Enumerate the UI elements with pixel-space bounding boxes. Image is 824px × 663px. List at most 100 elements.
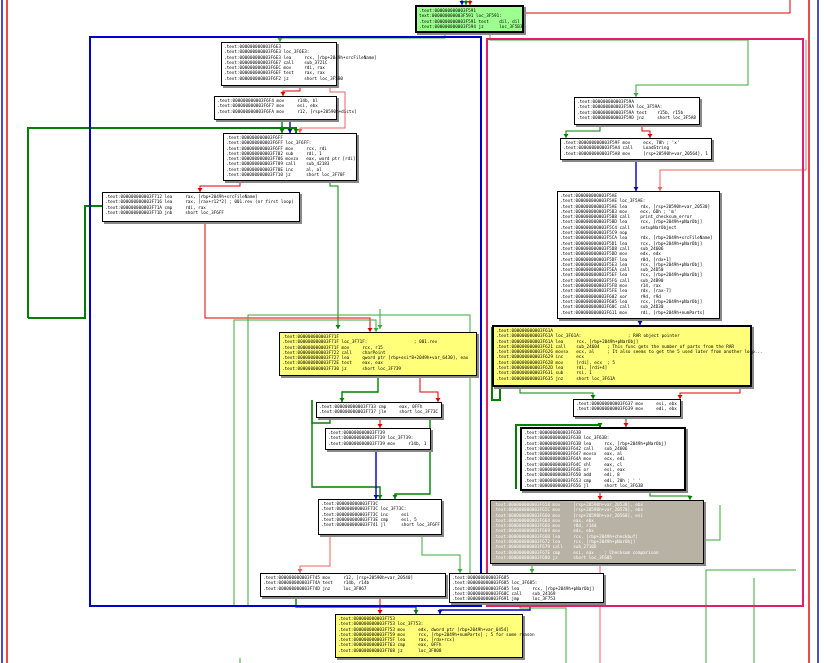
- block-3F739[interactable]: .text:000000000003F739.text:000000000003…: [325, 428, 431, 450]
- edge-arrowhead: [597, 496, 603, 500]
- edge-arrowhead: [459, 1, 465, 5]
- asm-line: .text:000000000003F685: [452, 576, 509, 581]
- asm-line: .text:000000000003F66B lea rcx, [rbp+204…: [493, 534, 638, 540]
- asm-line: .text:000000000003F591 test dil, dil: [419, 19, 520, 25]
- block-3F658[interactable]: .text:000000000003F658 mov [rsp+20590h+v…: [490, 500, 704, 564]
- asm-line: .text:000000000003F5F6 call sub_24B90: [560, 278, 664, 284]
- edge-arrowhead: [637, 321, 643, 325]
- edge-arrowhead: [457, 569, 463, 573]
- asm-line: .text:000000000003F685 lea rcx, [rbp+204…: [452, 586, 595, 592]
- asm-line: .text:000000000003F591: [419, 9, 476, 14]
- block-3F5AE[interactable]: .text:000000000003F5AE .text:000000000003…: [557, 191, 720, 319]
- flow-edge: [704, 505, 721, 541]
- block-3F59A[interactable]: .text:000000000003F59A.text:000000000003…: [574, 97, 700, 125]
- block-3F637[interactable]: .text:000000000003F637 mov esi, ebx.text…: [573, 399, 681, 417]
- asm-line: .text:000000000003F737 jle short loc_3F7…: [319, 410, 438, 416]
- flow-edge: [233, 319, 377, 606]
- asm-line: .text:000000000003F635 jnz short loc_3F6…: [496, 376, 615, 382]
- asm-line: .text:000000000003F5A8 mov [rsp+20590h+v…: [563, 151, 708, 157]
- asm-line: .text:000000000003F67E cmp esi, eax ; Ch…: [493, 550, 659, 556]
- asm-line: .text:000000000003F753 mov edx, dword pt…: [338, 627, 509, 633]
- asm-line: .text:000000000003F716 lea rax, [rax+r12…: [105, 200, 294, 206]
- asm-line: .text:000000000003F709 call sub_42183: [226, 162, 330, 168]
- asm-line: .text:000000000003F642 call sub_24606: [524, 446, 628, 452]
- flow-edge: [311, 400, 331, 424]
- asm-line: .text:000000000003F637 mov esi, ebx: [576, 402, 677, 407]
- asm-line: .text:000000000003F60C call sub_24D30: [560, 305, 664, 311]
- asm-line: .text:000000000003F73E cmp esi, 5: [321, 517, 417, 523]
- flow-edge: [199, 181, 241, 192]
- edge-arrowhead: [297, 569, 303, 573]
- flow-edge: [421, 535, 461, 573]
- asm-line: .text:000000000003F6FF loc_3F6FF:: [226, 141, 312, 147]
- flow-edge: [311, 400, 381, 499]
- block-3F733[interactable]: .text:000000000003F733 cmp eax, 0FFh.tex…: [316, 402, 442, 418]
- edge-arrowhead: [373, 328, 379, 332]
- edge-arrowhead: [590, 395, 596, 399]
- asm-line: .text:000000000003F6F4 mov r14b, bl: [217, 99, 318, 104]
- flow-edge: [419, 376, 439, 402]
- block-3F61A[interactable]: .text:000000000003F61A.text:000000000003…: [492, 325, 762, 387]
- edge-arrowhead: [563, 134, 569, 138]
- asm-line: .text:000000000003F5E3 lea rcx, [rbp+204…: [560, 262, 703, 268]
- block-3F6F4[interactable]: .text:000000000003F6F4 mov r14b, bl.text…: [214, 96, 357, 120]
- asm-line: .text:000000000003F730 jz short loc_3F73…: [282, 366, 401, 372]
- asm-line: .text:000000000003F753 loc_3F753:: [338, 622, 424, 628]
- asm-line: .text:000000000003F5AE: [560, 194, 617, 199]
- edge-arrowhead: [392, 495, 398, 499]
- asm-line: .text:000000000003F65C mov [rsp+20590h+v…: [493, 508, 644, 514]
- asm-line: .text:000000000003F739 mov r14b, 1: [328, 441, 427, 447]
- asm-line: .text:000000000003F74A test r14b, r14b: [263, 581, 370, 587]
- block-3F753[interactable]: .text:000000000003F753.text:000000000003…: [335, 614, 535, 658]
- edge-arrowhead: [197, 188, 203, 192]
- asm-line: .text:000000000003F763 cmp eax, 0FFh: [338, 643, 442, 649]
- asm-line: .text:000000000003F6E3 lea rcx, [rbp+204…: [224, 55, 377, 61]
- flow-edge: [659, 40, 807, 191]
- flow-edge: [299, 535, 331, 573]
- asm-line: .text:000000000003F64E or esi, eax: [524, 468, 625, 474]
- asm-line: .text:000000000003F5C9 nop: [560, 231, 628, 237]
- edge-arrowhead: [297, 129, 303, 133]
- block-3F73C[interactable]: .text:000000000003F73C .text:000000000003…: [318, 499, 442, 535]
- block-3F59F[interactable]: .text:000000000003F59F mov ecx, 78h ; 'x…: [560, 138, 712, 160]
- asm-line: .text:000000000003F647 movsx eax, al: [524, 452, 623, 458]
- block-3F71F[interactable]: .text:000000000003F71F .text:000000000003…: [279, 332, 477, 376]
- asm-line: .text:000000000003F73C: [321, 502, 378, 507]
- asm-line: .text:000000000003F5DD mov edx, edx: [560, 252, 661, 258]
- block-3F745[interactable]: .text:000000000003F745 mov r12, [rsp+205…: [260, 573, 446, 597]
- asm-line: .text:000000000003F710 jz short loc_3F70…: [226, 173, 345, 179]
- asm-line: .text:000000000003F691 jmp loc_3F753: [452, 597, 556, 603]
- edge-arrowhead: [633, 187, 639, 191]
- block-3F685[interactable]: .text:000000000003F685 .text:000000000003…: [449, 573, 604, 603]
- asm-line: .text:000000000003F768 jz loc_3F808: [338, 648, 442, 654]
- asm-line: .text:000000000003F702 sub rdi, 1: [226, 151, 322, 157]
- edge-arrowhead: [287, 129, 293, 133]
- block-3F63B[interactable]: .text:000000000003F63B .text:000000000003…: [520, 427, 686, 491]
- asm-line: .text:000000000003F5CA lea rdx, [rbp+204…: [560, 236, 713, 242]
- asm-line: .text:000000000003F6E3: [224, 45, 281, 50]
- asm-line: .text:000000000003F658 mov [rsp+20590h+v…: [493, 503, 644, 508]
- asm-line: .text:000000000003F594 jz loc_3F5B3: [419, 24, 523, 30]
- asm-line: .text:000000000003F63B lea rcx, [rbp+204…: [524, 441, 667, 447]
- asm-line: .text:000000000003F741 jl short loc_3F6F…: [321, 523, 440, 529]
- flow-edge: [649, 491, 691, 500]
- asm-line: .text:000000000003F660 mov [rsp+20590h+v…: [493, 513, 644, 519]
- asm-line: .text:000000000003F6EF test rax, rax: [224, 71, 325, 77]
- asm-line: .text:000000000003F639 mov edi, ebx: [576, 407, 677, 413]
- flow-edge: [282, 86, 301, 96]
- asm-line: .text:000000000003F679 call sub_2710D: [493, 545, 597, 551]
- asm-line: .text:000000000003F605 lea rcx, [rbp+204…: [560, 299, 703, 305]
- block-3F6FF[interactable]: .text:000000000003F6FF.text:000000000003…: [223, 133, 357, 181]
- asm-line: .text:000000000003F71F: [282, 335, 339, 340]
- asm-line: .text:000000000003F5EA call sub_24D50: [560, 268, 664, 274]
- edge-arrowhead: [377, 495, 383, 499]
- flow-edge: [247, 314, 471, 606]
- asm-line: .text:000000000003F74D jnz loc_3F867: [263, 586, 367, 592]
- asm-line: .text:000000000003F72E test eax, eax: [282, 361, 383, 367]
- block-3F712[interactable]: .text:000000000003F712 lea rax, [rbp+204…: [102, 192, 300, 222]
- asm-line: .text:000000000003F6F2 jz short loc_3F5B…: [224, 76, 343, 82]
- asm-line: .text:000000000003F63B: [524, 431, 581, 436]
- block-3F6E3[interactable]: .text:000000000003F6E3 .text:000000000003…: [221, 42, 377, 86]
